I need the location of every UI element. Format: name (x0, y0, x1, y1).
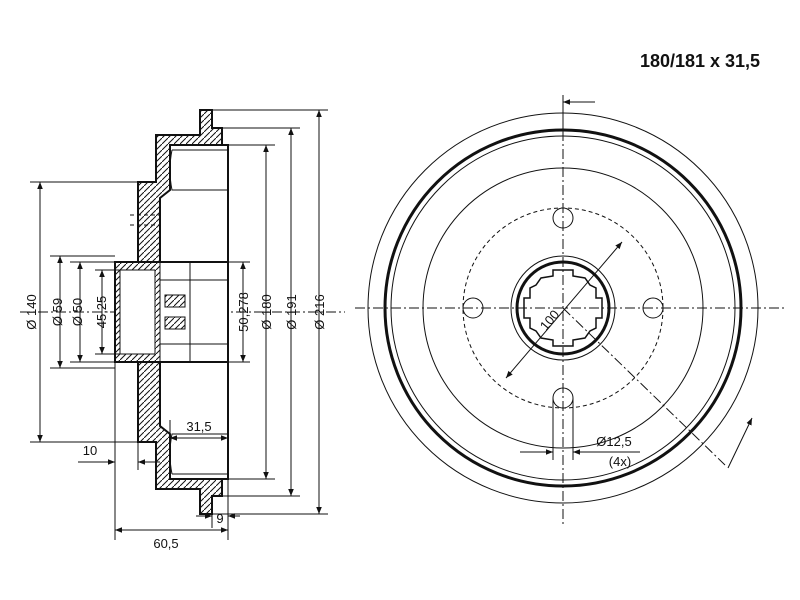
bolt-hole-right (642, 297, 664, 319)
diam-59-label: Ø 59 (50, 298, 65, 326)
front-view: 100 Ø12,5 (4x) (355, 95, 785, 525)
dim-31-5: 31,5 (169, 419, 228, 470)
dim-50-278-label: 50,278 (236, 292, 251, 332)
dim-140: Ø 140 (24, 181, 138, 443)
drum-size-title: 180/181 x 31,5 (640, 51, 760, 71)
pcd-100-label: 100 (537, 307, 562, 333)
diam-191-label: Ø 191 (284, 294, 299, 329)
dim-50-278: 50,278 (228, 261, 251, 363)
diam-50-label: Ø 50 (70, 298, 85, 326)
dim-9: 9 (196, 511, 240, 528)
flange-ring (422, 167, 704, 449)
friction-ring-inner (390, 135, 736, 481)
width-31-5-label: 31,5 (186, 419, 211, 434)
lower-drum-wall (114, 355, 223, 515)
diam-180-label: Ø 180 (259, 294, 274, 329)
dim-45-25-label: 45,25 (94, 296, 109, 329)
flange-9-label: 9 (216, 511, 223, 526)
section-leader-line (562, 307, 726, 466)
dim-50: Ø 50 (70, 261, 115, 363)
offset-10-label: 10 (83, 443, 97, 458)
dim-45-25: 45,25 (94, 269, 120, 355)
width-60-5-label: 60,5 (153, 536, 178, 551)
dim-10: 10 (78, 362, 160, 470)
diam-140-label: Ø 140 (24, 294, 39, 329)
dim-59: Ø 59 (50, 255, 115, 369)
dim-216: Ø 216 (212, 109, 328, 515)
bolt-hole-left (462, 297, 484, 319)
pcd-dimension-line (505, 241, 623, 379)
hole-diam-label: Ø12,5 (596, 434, 631, 449)
diam-216-label: Ø 216 (312, 294, 327, 329)
dim-180: Ø 180 (228, 144, 275, 480)
dim-191: Ø 191 (222, 127, 300, 497)
dim-60-5: 60,5 (114, 470, 229, 551)
bolt-hole-top (552, 207, 574, 229)
hole-count-label: (4x) (609, 454, 631, 469)
upper-drum-wall (114, 109, 223, 269)
section-view: Ø 140 Ø 59 Ø 50 45,25 50,278 (20, 109, 345, 551)
